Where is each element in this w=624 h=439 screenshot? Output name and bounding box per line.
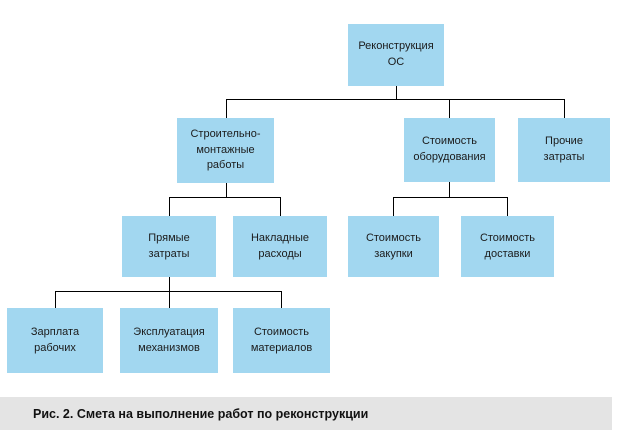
node-machinery-operation: Эксплуатация механизмов: [120, 308, 218, 373]
connector-drop-direct: [169, 197, 170, 216]
connector-drop-materials: [281, 291, 282, 308]
connector-root-rail: [226, 99, 565, 100]
connector-direct-rail: [55, 291, 282, 292]
connector-drop-equipment: [449, 99, 450, 118]
node-delivery-cost: Стоимость доставки: [461, 216, 554, 277]
connector-drop-other: [564, 99, 565, 118]
connector-drop-delivery: [507, 197, 508, 216]
connector-smr-stem: [226, 183, 227, 197]
connector-drop-machinery: [169, 291, 170, 308]
node-reconstruction: Реконструкция ОС: [348, 24, 444, 86]
node-overhead-costs: Накладные расходы: [233, 216, 327, 277]
node-equipment-cost: Стоимость оборудования: [404, 118, 495, 182]
connector-drop-purchase: [393, 197, 394, 216]
node-workers-salary: Зарплата рабочих: [7, 308, 103, 373]
node-other-costs: Прочие затраты: [518, 118, 610, 182]
connector-drop-smr: [226, 99, 227, 118]
node-materials-cost: Стоимость материалов: [233, 308, 330, 373]
node-purchase-cost: Стоимость закупки: [348, 216, 439, 277]
figure-caption-bar: Рис. 2. Смета на выполнение работ по рек…: [0, 397, 612, 430]
connector-direct-stem: [169, 277, 170, 291]
node-direct-costs: Прямые затраты: [122, 216, 216, 277]
connector-root-stem: [396, 86, 397, 99]
connector-equipment-stem: [449, 182, 450, 197]
connector-drop-overhead: [280, 197, 281, 216]
node-construction-installation-works: Строительно- монтажные работы: [177, 118, 274, 183]
connector-equipment-rail: [393, 197, 508, 198]
connector-smr-rail: [169, 197, 281, 198]
connector-drop-salary: [55, 291, 56, 308]
figure-caption: Рис. 2. Смета на выполнение работ по рек…: [33, 406, 369, 421]
